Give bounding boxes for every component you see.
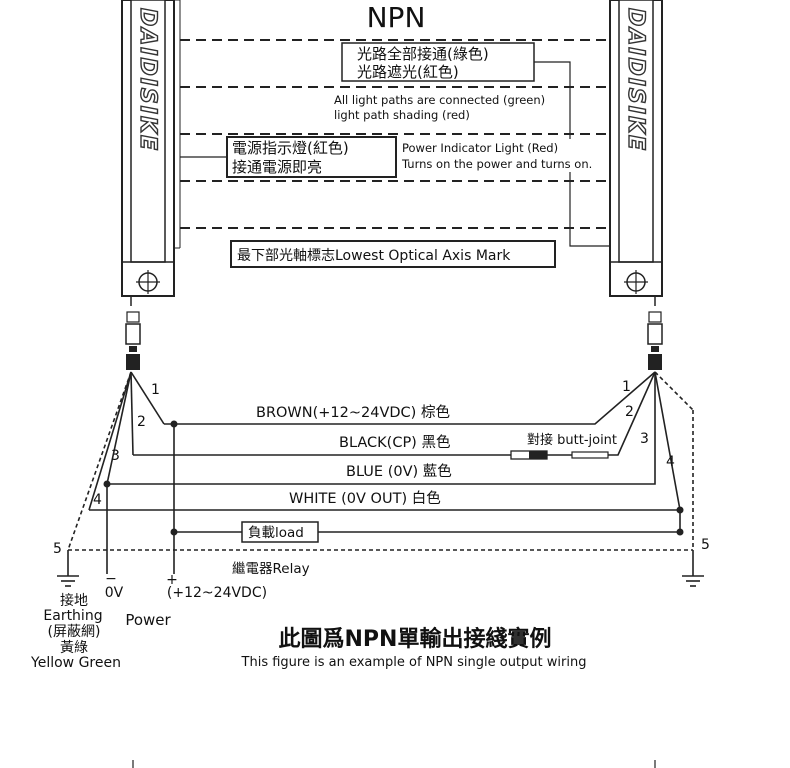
light-paths-zh-2: 光路遮光(紅色) [357, 63, 459, 81]
brand-left: DAIDISIKE [135, 8, 160, 152]
right-pin-4: 4 [666, 454, 675, 470]
left-pin-4: 4 [93, 492, 102, 508]
left-pin-2: 2 [137, 414, 146, 430]
wire-white-label: WHITE (0V OUT) 白色 [289, 490, 441, 507]
wire-blue-label: BLUE (0V) 藍色 [346, 463, 452, 480]
caption-en: This figure is an example of NPN single … [241, 655, 587, 670]
left-pin-3: 3 [111, 448, 120, 464]
butt-joint: 對接 butt-joint [510, 432, 617, 460]
axis-mark-label: 最下部光軸標志Lowest Optical Axis Mark [237, 248, 511, 264]
plus-sign: + [166, 572, 178, 588]
power-indicator-zh-1: 電源指示燈(紅色) [232, 139, 349, 157]
light-paths-en-1: All light paths are connected (green) [334, 93, 545, 107]
left-connector-nut [126, 354, 140, 370]
zero-v-label: 0V [105, 585, 124, 601]
minus-sign: − [105, 571, 117, 587]
light-paths-zh-1: 光路全部接通(綠色) [357, 45, 489, 63]
light-beams [180, 39, 610, 229]
power-indicator-en-1: Power Indicator Light (Red) [402, 141, 558, 155]
earth-color-zh: 黃綠 [60, 640, 88, 656]
power-indicator-en-2: Turns on the power and turns on. [401, 157, 592, 171]
light-path-callout: 光路全部接通(綠色) 光路遮光(紅色) All light paths are … [330, 42, 610, 247]
junctions [103, 420, 684, 536]
left-pin-5: 5 [53, 541, 62, 557]
caption-zh: 此圖爲NPN單輸出接綫實例 [279, 626, 552, 652]
right-pin-5: 5 [701, 537, 710, 553]
terminal-labels: 接地 Earthing (屏蔽網) 黃綠 Yellow Green − 0V +… [30, 571, 267, 671]
earth-label-en: Earthing [43, 608, 102, 624]
load-relay: 負載load 繼電器Relay [232, 521, 319, 577]
axis-mark-callout: 最下部光軸標志Lowest Optical Axis Mark [230, 240, 556, 268]
right-connector-nut [648, 354, 662, 370]
left-pin-1: 1 [151, 382, 160, 398]
load-label: 負載load [248, 525, 304, 541]
left-connector [125, 323, 141, 345]
left-pin-numbers: 1 2 3 4 5 [53, 382, 160, 557]
wire-brown-label: BROWN(+12~24VDC) 棕色 [256, 404, 450, 421]
earth-shield-label: (屏蔽網) [48, 624, 101, 640]
right-pin-numbers: 1 2 3 4 5 [622, 379, 710, 553]
power-label: Power [125, 611, 171, 629]
right-connector [647, 323, 663, 345]
ground-icon-right [682, 575, 704, 587]
right-pin-2: 2 [625, 404, 634, 420]
diagram-title: NPN [367, 1, 426, 34]
power-indicator-callout: 電源指示燈(紅色) 接通電源即亮 Power Indicator Light (… [180, 136, 600, 178]
plus-v-label: (+12~24VDC) [167, 585, 267, 601]
butt-joint-label: 對接 butt-joint [527, 432, 617, 448]
right-pin-3: 3 [640, 431, 649, 447]
left-sensor-bar: DAIDISIKE [121, 0, 181, 370]
right-sensor-bar: DAIDISIKE [609, 0, 663, 370]
right-pin-1: 1 [622, 379, 631, 395]
earth-label-zh: 接地 [60, 592, 88, 609]
wire-black-label: BLACK(CP) 黑色 [339, 434, 450, 451]
relay-label: 繼電器Relay [232, 561, 310, 577]
brand-right: DAIDISIKE [623, 8, 648, 152]
earth-color-en: Yellow Green [30, 655, 121, 671]
ground-icon-left [57, 575, 79, 587]
light-paths-en-2: light path shading (red) [334, 108, 470, 122]
power-indicator-zh-2: 接通電源即亮 [232, 158, 322, 176]
